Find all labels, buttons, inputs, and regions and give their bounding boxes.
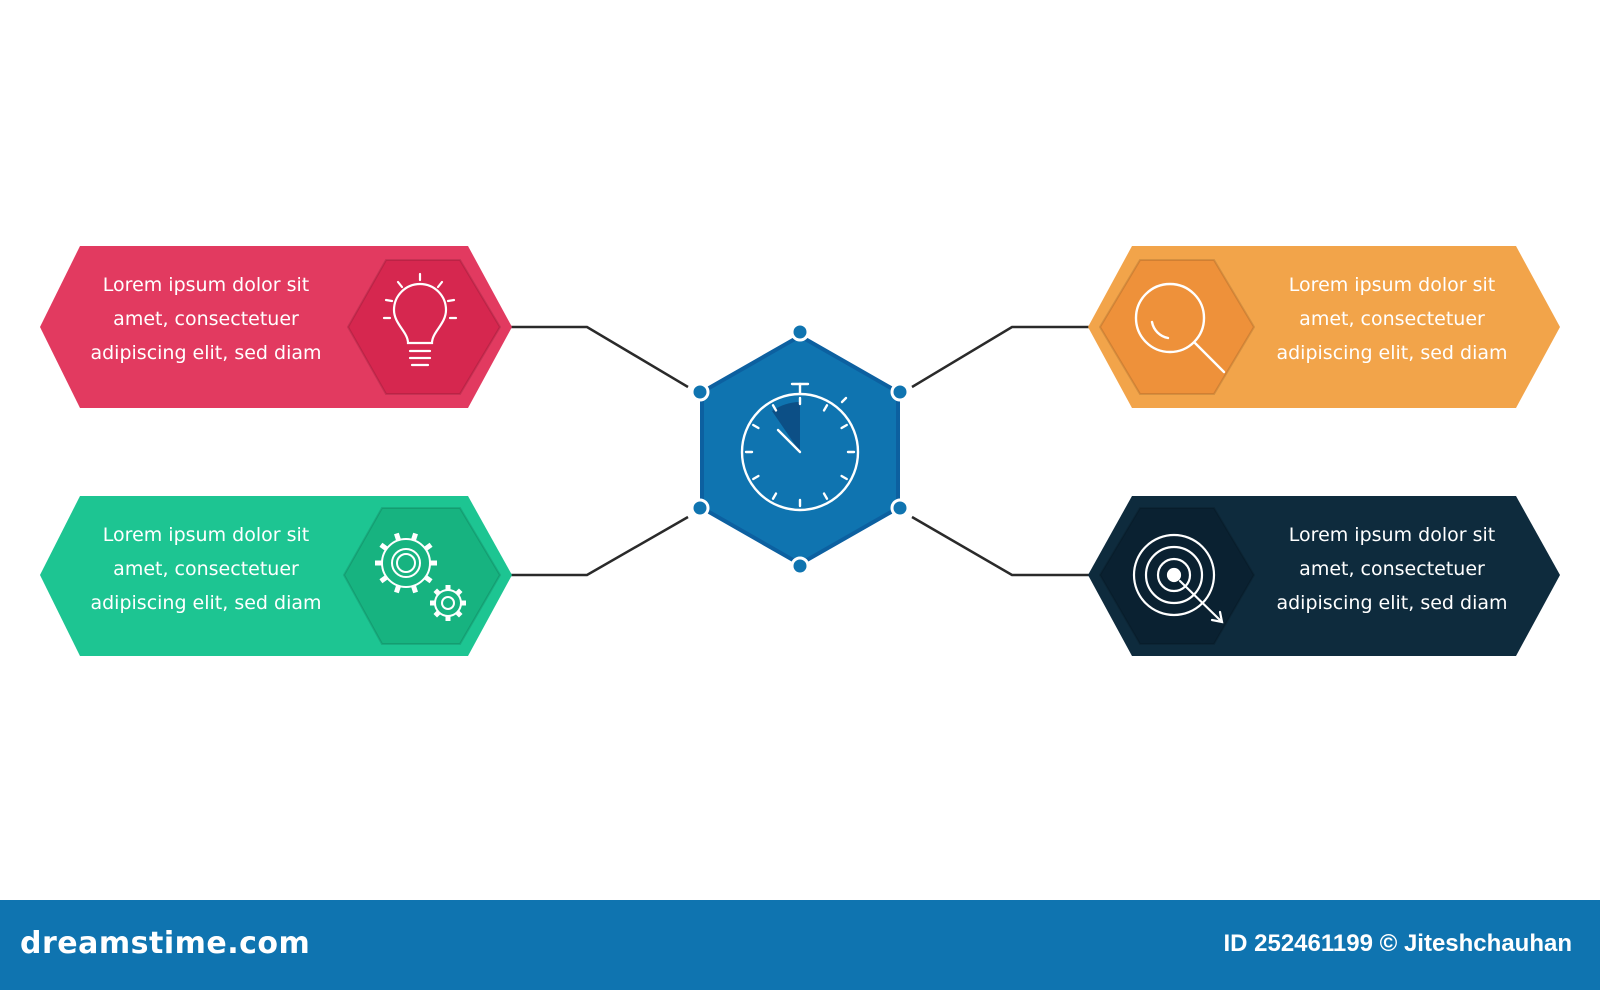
icon-hexagon (342, 507, 502, 645)
node-dot (690, 498, 710, 518)
gear-tooth (379, 575, 389, 584)
node-dot (690, 382, 710, 402)
footer-credit: ID 252461199 © Jiteshchauhan (1223, 930, 1572, 957)
stopwatch-icon (740, 382, 860, 512)
gear-tooth (455, 588, 463, 596)
card-text-top-right: Lorem ipsum dolor sit amet, consectetuer… (1252, 268, 1532, 370)
card-line: amet, consectetuer (1299, 558, 1485, 580)
gear-tooth (379, 542, 389, 551)
card-line: amet, consectetuer (113, 558, 299, 580)
connectors (500, 325, 1100, 577)
footer-bar: dreamstime.com ID 252461199 © Jiteshchau… (0, 900, 1600, 990)
gear-tooth (455, 610, 463, 618)
infographic: Lorem ipsum dolor sit amet, consectetuer… (40, 246, 1560, 656)
tick-mark (771, 492, 778, 500)
gear-tooth (411, 585, 418, 594)
tick-mark (822, 492, 829, 500)
node-dot (790, 322, 810, 342)
gears-icon (375, 532, 466, 621)
card-line: Lorem ipsum dolor sit (1288, 274, 1496, 296)
card-text-top-left: Lorem ipsum dolor sit amet, consectetuer… (66, 268, 346, 370)
tick-mark (840, 423, 848, 430)
gear-tooth (411, 532, 418, 541)
tick-mark (840, 474, 848, 481)
card-line: amet, consectetuer (113, 308, 299, 330)
lightbulb-icon (382, 272, 458, 367)
card-bottom-right (1088, 496, 1560, 656)
connector-bottom-right (911, 515, 1100, 577)
gear-tooth (394, 532, 401, 541)
icon-hexagon (1098, 259, 1256, 395)
connector-top-right (911, 325, 1100, 389)
target-icon (1132, 533, 1224, 624)
card-text-bottom-left: Lorem ipsum dolor sit amet, consectetuer… (66, 518, 346, 620)
search-icon (1134, 282, 1226, 374)
diagram-canvas (40, 246, 1560, 656)
gear-tooth (423, 542, 433, 551)
node-dot (790, 556, 810, 576)
card-line: adipiscing elit, sed diam (1276, 592, 1508, 614)
tick-mark (822, 404, 829, 412)
card-line: Lorem ipsum dolor sit (102, 524, 310, 546)
card-line: Lorem ipsum dolor sit (102, 274, 310, 296)
card-line: adipiscing elit, sed diam (90, 592, 322, 614)
node-dot (890, 382, 910, 402)
footer-logo: dreamstime.com (20, 926, 311, 961)
tick-mark (771, 404, 778, 412)
card-bottom-left (40, 496, 512, 656)
tick-mark (752, 474, 760, 481)
center-node (700, 333, 900, 567)
connector-bottom-left (500, 515, 689, 577)
card-line: Lorem ipsum dolor sit (1288, 524, 1496, 546)
icon-hexagon (346, 259, 502, 395)
card-top-left (40, 246, 512, 408)
card-top-right (1088, 246, 1560, 408)
gear-tooth (423, 575, 433, 584)
card-line: adipiscing elit, sed diam (1276, 342, 1508, 364)
connector-dots (690, 322, 910, 576)
connector-top-left (500, 325, 689, 389)
gear-tooth (394, 585, 401, 594)
card-line: amet, consectetuer (1299, 308, 1485, 330)
gear-tooth (433, 610, 441, 618)
tick-mark (752, 423, 760, 430)
card-text-bottom-right: Lorem ipsum dolor sit amet, consectetuer… (1252, 518, 1532, 620)
gear-tooth (433, 588, 441, 596)
node-dot (890, 498, 910, 518)
card-line: adipiscing elit, sed diam (90, 342, 322, 364)
